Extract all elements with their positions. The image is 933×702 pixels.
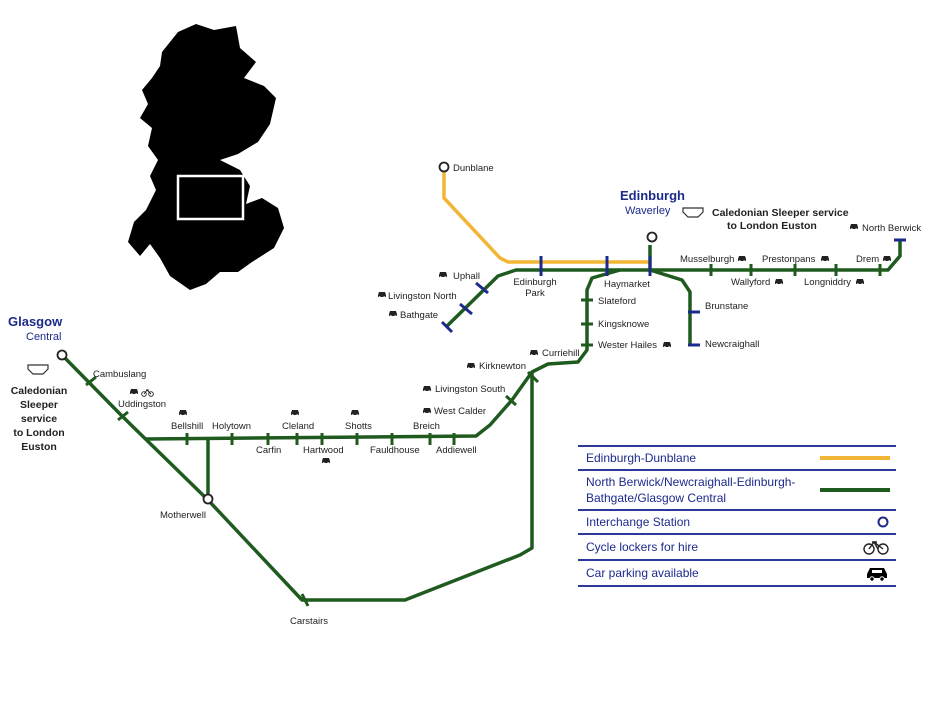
station-addiewell: Addiewell <box>436 445 477 456</box>
sleeper-arrow-icon <box>27 364 49 375</box>
edinburgh-dunblane-line <box>442 167 650 264</box>
sleeper-west-line3: service <box>21 413 57 425</box>
interchange-glasgow-central <box>56 349 68 361</box>
station-musselburgh: Musselburgh <box>680 254 734 265</box>
station-uphall: Uphall <box>453 271 480 282</box>
edinburgh-label: Edinburgh <box>620 188 685 203</box>
legend-label: Cycle lockers for hire <box>586 540 699 554</box>
station-cleland: Cleland <box>282 421 314 432</box>
station-livingston-north: Livingston North <box>388 291 457 302</box>
legend-row-cycle: Cycle lockers for hire <box>578 533 896 559</box>
interchange-dunblane <box>438 161 450 173</box>
sleeper-east-line2: to London Euston <box>727 220 817 232</box>
interchange-circle-icon <box>877 516 889 528</box>
station-cambuslang: Cambuslang <box>93 369 146 380</box>
bicycle-icon <box>863 540 889 555</box>
station-haymarket: Haymarket <box>604 279 650 290</box>
station-drem: Drem <box>856 254 879 265</box>
station-holytown: Holytown <box>212 421 251 432</box>
station-kirknewton: Kirknewton <box>479 361 526 372</box>
scotland-outline-map <box>128 24 284 290</box>
legend-row-car: Car parking available <box>578 559 896 587</box>
station-wallyford: Wallyford <box>731 277 770 288</box>
legend-label: Edinburgh-Dunblane <box>586 451 697 465</box>
legend-label: North Berwick/Newcraighall-Edinburgh-Bat… <box>586 475 796 505</box>
legend-row-interchange: Interchange Station <box>578 509 896 533</box>
station-carstairs: Carstairs <box>290 616 328 627</box>
sleeper-west-line5: Euston <box>21 441 57 453</box>
waverley-label: Waverley <box>625 205 671 217</box>
station-livingston-south: Livingston South <box>435 384 505 395</box>
map-legend: Edinburgh-Dunblane North Berwick/Newcrai… <box>578 445 896 587</box>
sleeper-arrow-icon <box>682 207 704 218</box>
legend-row-dunblane: Edinburgh-Dunblane <box>578 445 896 469</box>
glasgow-label: Glasgow <box>8 314 63 329</box>
station-slateford: Slateford <box>598 296 636 307</box>
station-dunblane: Dunblane <box>453 163 494 174</box>
station-brunstane: Brunstane <box>705 301 748 312</box>
station-shotts: Shotts <box>345 421 372 432</box>
station-kingsknowe: Kingsknowe <box>598 319 649 330</box>
station-newcraighall: Newcraighall <box>705 339 759 350</box>
station-breich: Breich <box>413 421 440 432</box>
legend-label: Interchange Station <box>586 515 691 529</box>
sleeper-west-line2: Sleeper <box>20 399 58 411</box>
station-wester-hailes: Wester Hailes <box>598 340 657 351</box>
central-label: Central <box>26 331 61 343</box>
legend-row-main-line: North Berwick/Newcraighall-Edinburgh-Bat… <box>578 469 896 509</box>
station-uddingston: Uddingston <box>118 399 166 410</box>
station-longniddry: Longniddry <box>804 277 851 288</box>
station-hartwood: Hartwood <box>303 445 344 456</box>
station-ticks <box>440 238 906 347</box>
station-edinburgh-park-1: Edinburgh <box>513 277 556 288</box>
car-icon <box>867 568 887 582</box>
interchange-motherwell <box>202 493 214 505</box>
line-ticks <box>85 264 882 607</box>
station-carfin: Carfin <box>256 445 281 456</box>
sleeper-east-line1: Caledonian Sleeper service <box>712 207 849 219</box>
station-bathgate: Bathgate <box>400 310 438 321</box>
station-west-calder: West Calder <box>434 406 486 417</box>
station-edinburgh-park-2: Park <box>525 288 545 299</box>
sleeper-west-line1: Caledonian <box>11 385 68 397</box>
interchange-edinburgh-waverley <box>646 231 658 243</box>
dunblane-line-swatch <box>820 456 890 460</box>
station-curriehill: Curriehill <box>542 348 579 359</box>
station-prestonpans: Prestonpans <box>762 254 816 265</box>
study-area-box <box>176 174 245 221</box>
station-motherwell: Motherwell <box>160 510 206 521</box>
legend-label: Car parking available <box>586 566 699 580</box>
sleeper-west-line4: to London <box>13 427 64 439</box>
station-fauldhouse: Fauldhouse <box>370 445 420 456</box>
main-line-swatch <box>820 488 890 492</box>
station-bellshill: Bellshill <box>171 421 203 432</box>
bicycle-icon <box>141 389 154 397</box>
station-north-berwick: North Berwick <box>862 223 921 234</box>
